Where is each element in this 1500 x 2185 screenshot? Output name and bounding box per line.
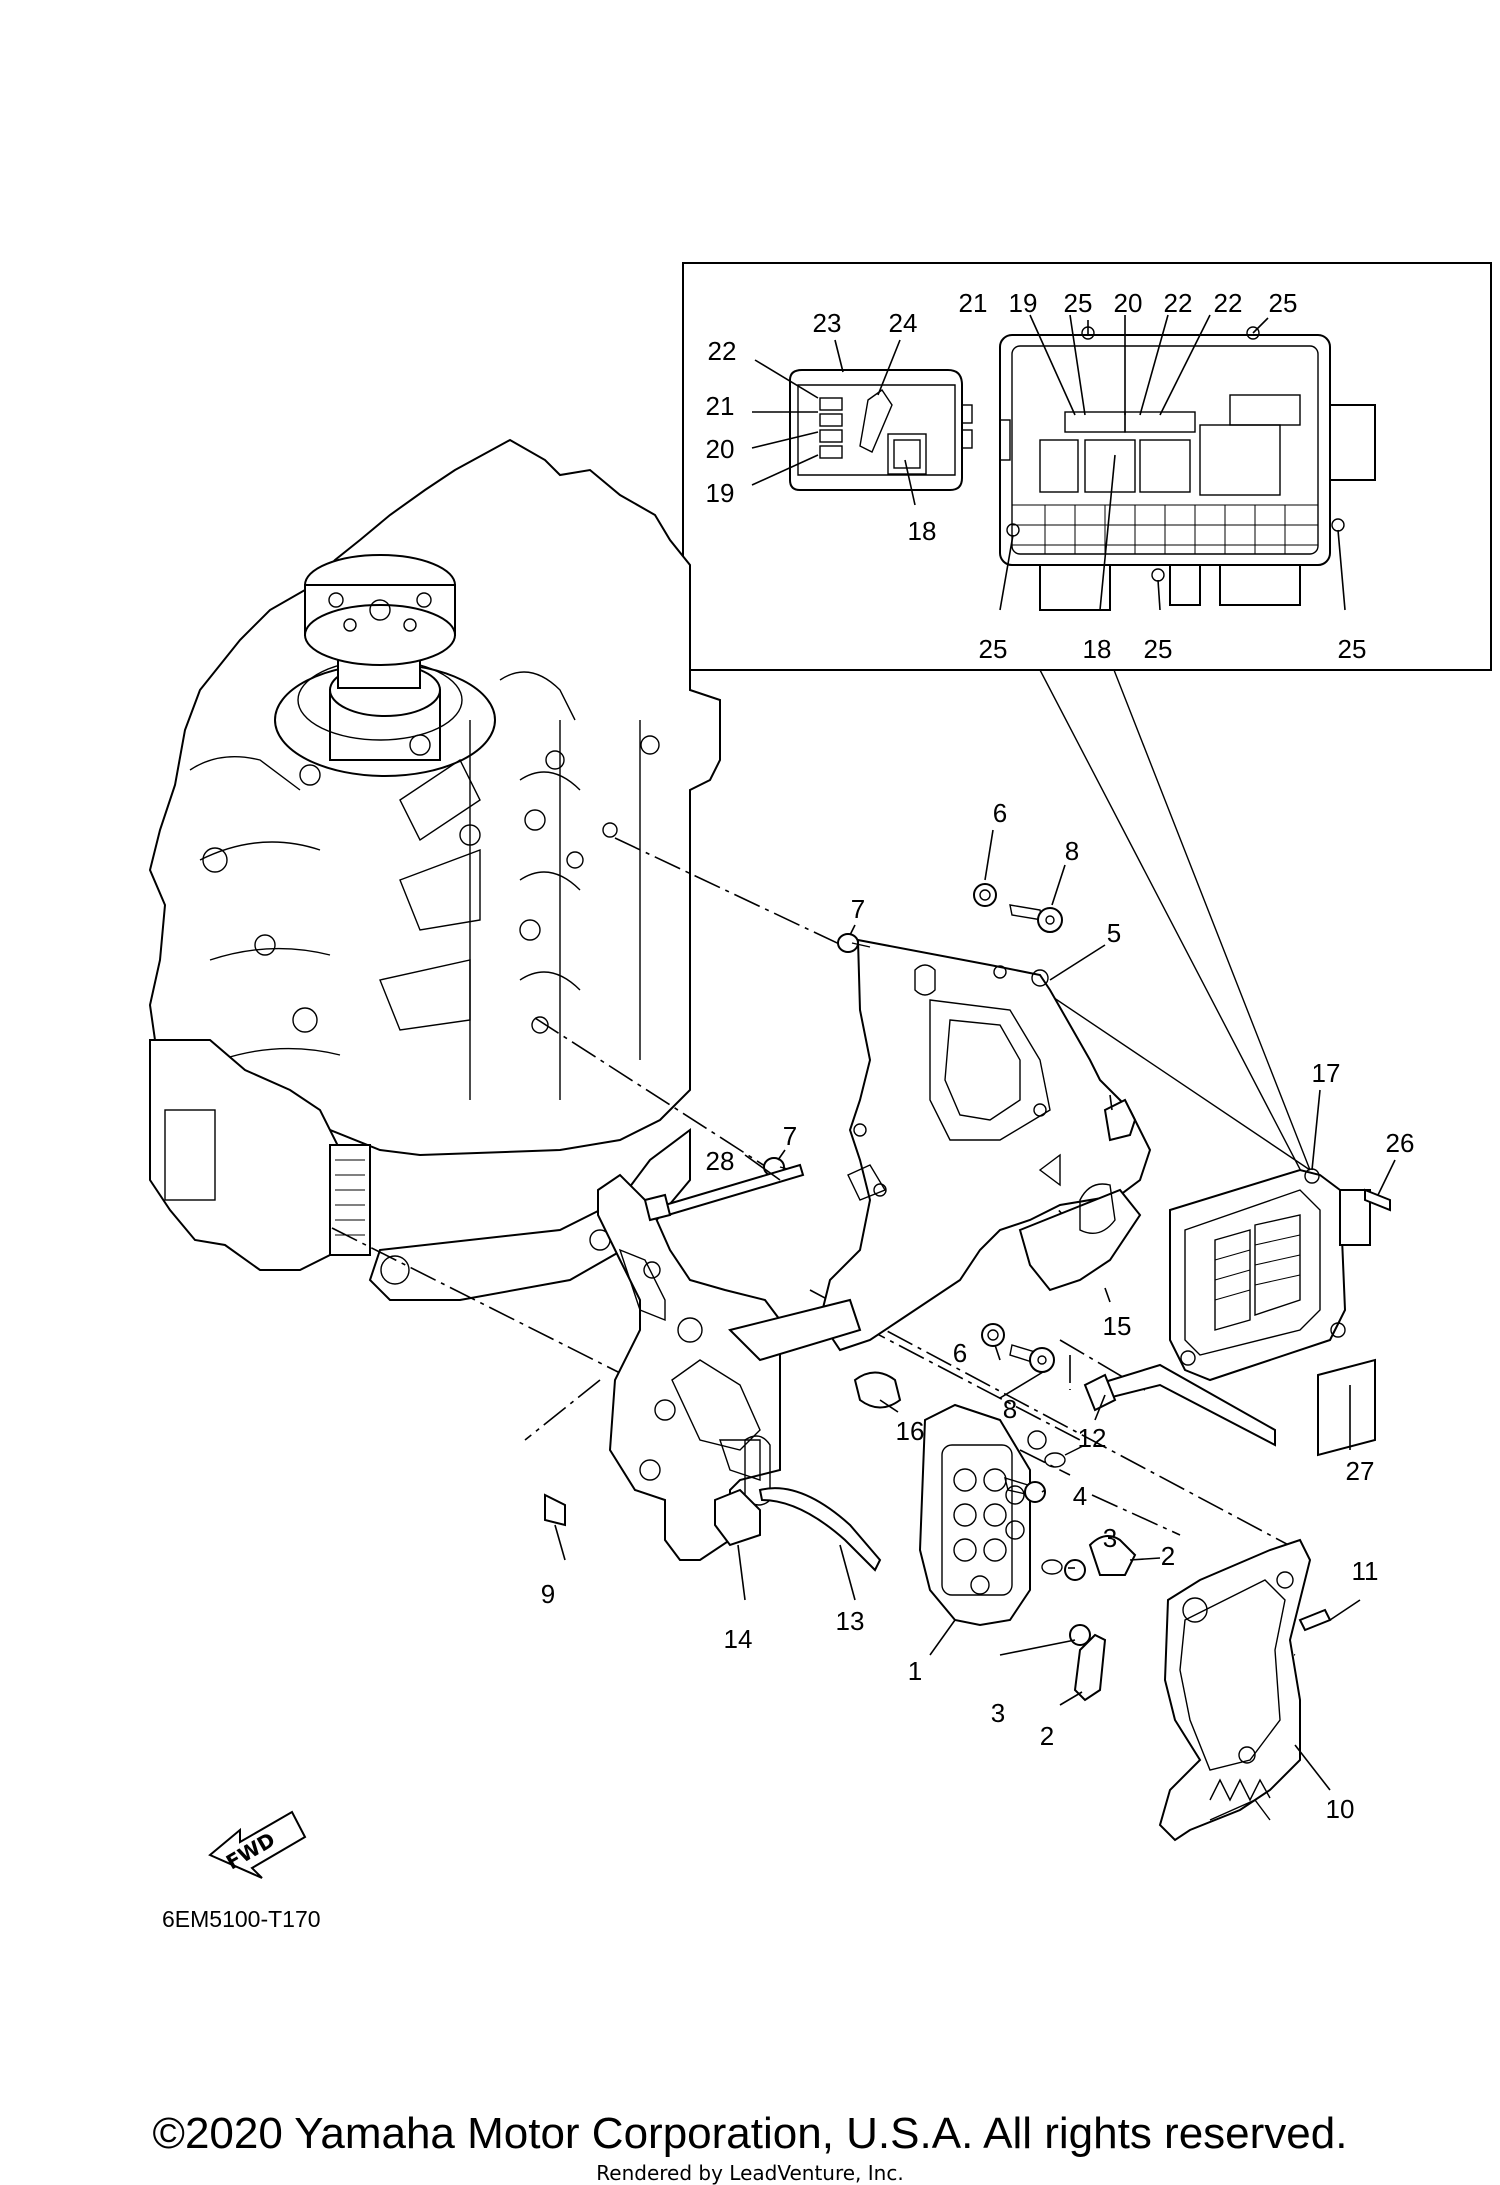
junction-box-detail [789, 369, 973, 491]
engine-block [148, 438, 721, 1301]
ecu [1169, 1168, 1371, 1382]
inset-callout-25d: 25 [1144, 634, 1173, 664]
part-numbers: 6 8 5 7 17 26 7 28 15 6 8 16 12 27 4 3 2… [541, 288, 1415, 1824]
leader-lines [554, 829, 1396, 1791]
inset-detail-box [682, 262, 1492, 1176]
callout-8b: 8 [1003, 1394, 1017, 1424]
inset-callout-20: 20 [706, 434, 735, 464]
callout-5: 5 [1107, 918, 1121, 948]
callout-7b: 7 [783, 1121, 797, 1151]
callout-3: 3 [1103, 1523, 1117, 1553]
callout-2b: 2 [1040, 1721, 1054, 1751]
mounting-bracket [818, 938, 1152, 1352]
inset-callout-23: 23 [813, 308, 842, 338]
inset-callout-25c: 25 [979, 634, 1008, 664]
inset-callout-19b: 19 [1009, 288, 1038, 318]
base-plate [597, 1173, 862, 1561]
inset-callout-21b: 21 [959, 288, 988, 318]
callout-12: 12 [1078, 1423, 1107, 1453]
callout-8: 8 [1065, 836, 1079, 866]
callout-1: 1 [908, 1656, 922, 1686]
callout-15: 15 [1103, 1311, 1132, 1341]
callout-2: 2 [1161, 1541, 1175, 1571]
starter-relay [918, 1403, 1086, 1627]
callout-4: 4 [1073, 1481, 1087, 1511]
callout-6: 6 [993, 798, 1007, 828]
callout-9: 9 [541, 1579, 555, 1609]
cover [1158, 1538, 1312, 1842]
ecu-detail [999, 326, 1376, 611]
inset-callout-25a: 25 [1064, 288, 1093, 318]
inset-callout-20b: 20 [1114, 288, 1143, 318]
inset-leaders [751, 314, 1346, 611]
fwd-arrow: FWD [208, 1810, 307, 1879]
callout-14: 14 [724, 1624, 753, 1654]
callout-28: 28 [706, 1146, 735, 1176]
callout-7: 7 [851, 894, 865, 924]
callout-27: 27 [1346, 1456, 1375, 1486]
inset-callout-19: 19 [706, 478, 735, 508]
callout-11: 11 [1352, 1556, 1379, 1586]
callout-26: 26 [1386, 1128, 1415, 1158]
callout-6b: 6 [953, 1338, 967, 1368]
inset-callout-25b: 25 [1269, 288, 1298, 318]
inset-callout-21: 21 [706, 391, 735, 421]
callout-17: 17 [1312, 1058, 1341, 1088]
inset-callout-18: 18 [908, 516, 937, 546]
inset-callout-24: 24 [889, 308, 918, 338]
callout-3b: 3 [991, 1698, 1005, 1728]
diagram-code: 6EM5100-T170 [162, 1906, 321, 1932]
inset-callout-18b: 18 [1083, 634, 1112, 664]
callout-13: 13 [836, 1606, 865, 1636]
rendered-by-text: Rendered by LeadVenture, Inc. [596, 2161, 903, 2185]
small-parts [544, 883, 1391, 1702]
inset-callout-25e: 25 [1338, 634, 1367, 664]
copyright-text: ©2020 Yamaha Motor Corporation, U.S.A. A… [153, 2109, 1348, 2158]
inset-callout-22: 22 [708, 336, 737, 366]
callout-10: 10 [1326, 1794, 1355, 1824]
callout-16: 16 [896, 1416, 925, 1446]
inset-callout-22b: 22 [1164, 288, 1193, 318]
inset-callout-22c: 22 [1214, 288, 1243, 318]
